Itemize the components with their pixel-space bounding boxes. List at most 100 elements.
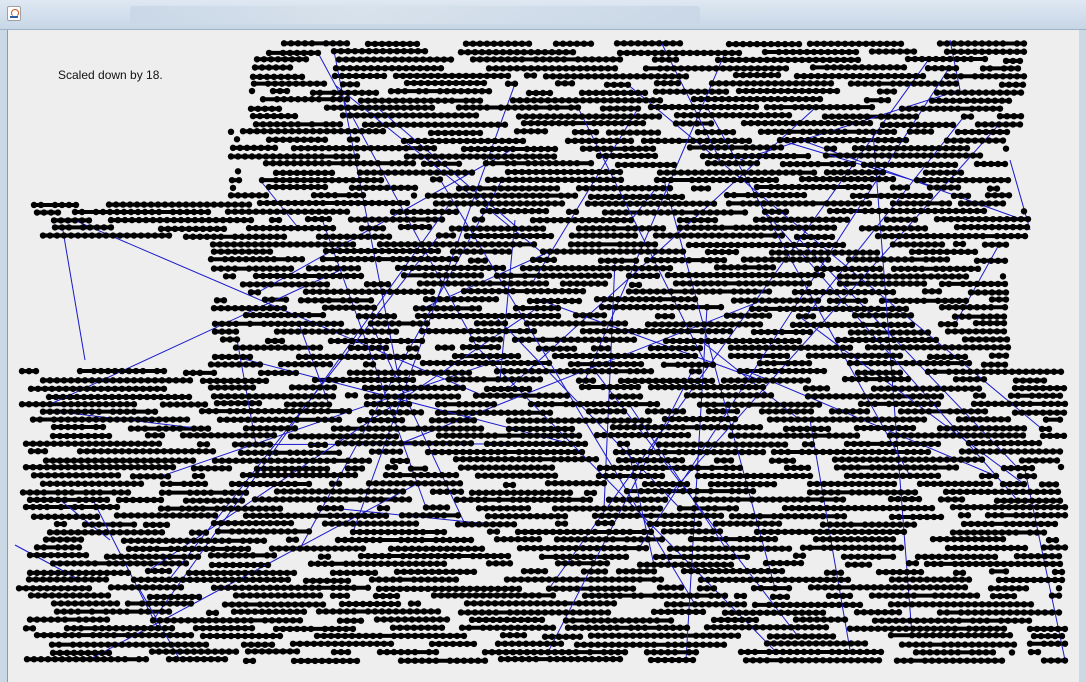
graph-node — [994, 368, 1002, 375]
graph-node — [984, 400, 992, 408]
graph-node — [518, 56, 526, 63]
graph-node — [490, 40, 498, 47]
graph-node — [869, 40, 877, 47]
graph-node — [323, 127, 331, 135]
graph-node — [374, 369, 382, 376]
graph-node — [368, 409, 376, 416]
graph-node — [981, 55, 989, 63]
graph-node — [678, 209, 686, 216]
graph-node — [589, 225, 597, 232]
graph-node — [961, 89, 969, 96]
graph-node — [914, 145, 922, 152]
graph-node — [582, 225, 590, 232]
graph-node — [55, 385, 63, 392]
graph-node — [549, 272, 557, 279]
graph-node — [776, 136, 784, 144]
graph-node — [214, 361, 222, 368]
java-cup-icon[interactable] — [7, 6, 21, 21]
graph-node — [809, 64, 817, 71]
graph-node — [450, 296, 458, 303]
graph-node — [1040, 400, 1048, 408]
graph-node — [954, 184, 962, 191]
graph-node — [819, 87, 827, 95]
graph-node — [645, 264, 653, 272]
graph-node — [649, 352, 657, 360]
graph-node — [832, 344, 840, 351]
graph-node — [865, 312, 873, 319]
graph-node — [735, 56, 743, 64]
graph-node — [269, 87, 277, 95]
graph-node — [439, 327, 447, 335]
graph-node — [927, 176, 935, 184]
graph-node — [790, 241, 798, 249]
graph-node — [254, 407, 262, 415]
graph-node — [597, 65, 605, 72]
graph-node — [887, 256, 895, 263]
graph-node — [763, 56, 771, 64]
graph-node — [126, 201, 134, 208]
graph-node — [770, 144, 778, 151]
graph-node — [944, 232, 952, 240]
graph-node — [629, 193, 637, 201]
graph-node — [826, 103, 834, 111]
graph-node — [910, 200, 918, 207]
graph-node — [521, 272, 529, 279]
graph-node — [838, 249, 846, 256]
graph-node — [868, 207, 876, 215]
graph-node — [727, 352, 735, 360]
graph-node — [701, 88, 709, 95]
graph-node — [656, 327, 664, 335]
graph-node — [635, 296, 643, 303]
graph-node — [674, 79, 682, 87]
graph-node — [692, 241, 700, 249]
graph-node — [113, 208, 121, 216]
graph-node — [768, 249, 776, 256]
graph-node — [294, 224, 302, 232]
graph-node — [344, 89, 352, 96]
graph-node — [1017, 215, 1025, 223]
graph-node — [446, 200, 454, 207]
graph-node — [534, 400, 542, 408]
graph-node — [481, 241, 489, 248]
graph-node — [507, 207, 515, 215]
graph-node — [219, 336, 227, 343]
graph-node — [480, 153, 488, 160]
graph-node — [376, 337, 384, 345]
graph-node — [741, 352, 749, 360]
graph-node — [466, 376, 474, 383]
graph-node — [142, 216, 150, 224]
graph-node — [711, 95, 719, 103]
graph-node — [542, 280, 550, 287]
graph-node — [46, 408, 54, 415]
graph-node — [486, 280, 494, 287]
graph-node — [340, 265, 348, 272]
graph-node — [654, 303, 662, 311]
graph-node — [946, 408, 954, 415]
graph-node — [729, 232, 737, 239]
graph-node — [928, 145, 936, 152]
graph-node — [771, 80, 779, 87]
graph-node — [328, 176, 336, 184]
graph-node — [427, 160, 435, 167]
graph-node — [682, 303, 690, 311]
graph-node — [627, 40, 635, 47]
graph-node — [769, 241, 777, 249]
graph-node — [102, 377, 110, 384]
graph-node — [107, 224, 115, 231]
graph-node — [385, 233, 393, 240]
graph-node — [795, 313, 803, 320]
graph-node — [495, 145, 503, 153]
graph-node — [297, 401, 305, 408]
graph-node — [376, 313, 384, 320]
graph-node — [753, 40, 761, 48]
graph-node — [762, 344, 770, 351]
graph-node — [677, 296, 685, 303]
graph-node — [467, 327, 475, 335]
graph-node — [1005, 97, 1013, 104]
graph-node — [249, 361, 257, 368]
graph-node — [861, 329, 869, 336]
graph-node — [607, 296, 615, 303]
graph-node — [518, 336, 526, 343]
graph-node — [421, 288, 429, 295]
graph-node — [787, 216, 795, 223]
